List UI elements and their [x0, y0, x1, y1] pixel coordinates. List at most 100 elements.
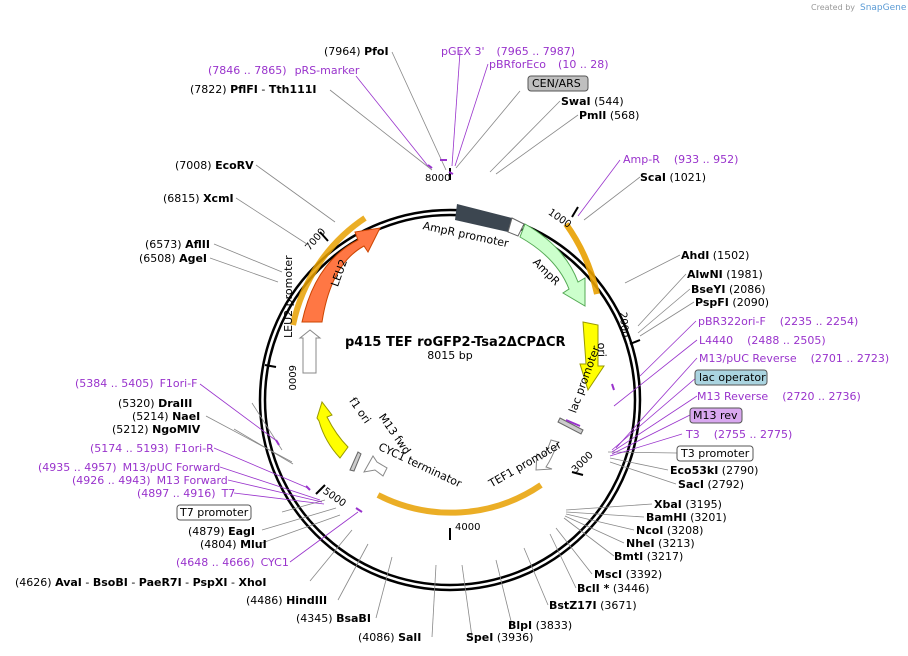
- site-aflii-pos: (6573): [145, 238, 185, 251]
- site-eagi: (4879) EagI: [188, 525, 255, 538]
- site-eagi-enzyme: EagI: [228, 525, 255, 538]
- plasmid-size: 8015 bp: [427, 349, 472, 362]
- site-alwni-pos: (1981): [723, 268, 763, 281]
- primer-mark-lac: [565, 419, 581, 427]
- leader-amp-r: [577, 159, 621, 217]
- site-pfoi: (7964) PfoI: [324, 45, 389, 58]
- snapgene-logo: SnapGene: [860, 3, 907, 13]
- leader-aflii: [213, 243, 283, 273]
- backbone-inner: [263, 213, 637, 587]
- site-aflii: (6573) AflII: [145, 238, 210, 251]
- site-pspfi: PspFI (2090): [695, 296, 769, 309]
- site-ahdi-pos: (1502): [709, 249, 749, 262]
- site-draiii-enzyme: DraIII: [158, 397, 192, 410]
- leader-pflfi: [329, 89, 433, 171]
- site-naei-enzyme: NaeI: [172, 410, 200, 423]
- tick-label-3000: 3000: [570, 450, 596, 476]
- leader-lac-operator: [611, 376, 698, 451]
- primer-amp-r-name: Amp-R: [623, 153, 660, 166]
- leu2-feature: [301, 227, 381, 323]
- cen-ars-label: CEN/ARS: [532, 77, 581, 90]
- f1-ori-feature: [316, 400, 349, 459]
- primer-t3-name: T3: [685, 428, 700, 441]
- site-alwni: AlwNI (1981): [687, 268, 763, 281]
- site-bseyi: BseYI (2086): [691, 283, 766, 296]
- site-sali-pos: (4086): [358, 631, 398, 644]
- primer-f1ori-f-name: F1ori-F: [160, 377, 198, 390]
- site-ecorv: (7008) EcoRV: [175, 159, 254, 172]
- leu2-highlight-arc: [290, 215, 367, 326]
- site-hindiii: (4486) HindIII: [246, 594, 327, 607]
- site-sali: (4086) SalI: [358, 631, 421, 644]
- leader-t7-promoter: [281, 499, 326, 513]
- primer-t7: (4897 .. 4916)T7: [137, 487, 235, 500]
- site-nhei-pos: (3213): [655, 537, 695, 550]
- primer-pgex3-range: (7965 .. 7987): [497, 45, 576, 58]
- leu2-promoter-feature: [298, 329, 322, 374]
- site-agei-enzyme: AgeI: [179, 252, 207, 265]
- f1-ori-label: f1 ori: [346, 395, 373, 426]
- site-mlui-pos: (4804): [200, 538, 240, 551]
- primer-mark-prs-marker: [427, 164, 433, 169]
- primer-mark-f1ori-r: [305, 485, 311, 491]
- leader-bstz17i: [523, 547, 549, 606]
- leader-bsabi: [375, 556, 393, 619]
- primer-cyc1-range: (4648 .. 4666): [176, 556, 255, 569]
- site-swai-enzyme: SwaI: [561, 95, 591, 108]
- leader-saci: [609, 461, 677, 485]
- tef1-promoter-feature: [535, 439, 559, 471]
- site-bstz17i-enzyme: BstZ17I: [549, 599, 597, 612]
- site-bamhi: BamHI (3201): [646, 511, 727, 524]
- primer-l4440-name: L4440: [699, 334, 733, 347]
- tick-1000: [571, 206, 579, 218]
- primer-m13-puc-forward: (4935 .. 4957)M13/pUC Forward: [38, 461, 220, 474]
- site-eco53ki-pos: (2790): [718, 464, 758, 477]
- leader-msci: [555, 527, 593, 575]
- tick-label-7000: 7000: [303, 226, 328, 253]
- primer-pbr322ori-f-range: (2235 .. 2254): [780, 315, 859, 328]
- primer-pbr322ori-f: pBR322ori-F (2235 .. 2254): [698, 315, 858, 328]
- plasmid-name: p415 TEF roGFP2-Tsa2ΔCPΔCR: [345, 335, 566, 350]
- primer-pbrforeco-name: pBRforEco: [489, 58, 546, 71]
- site-nhei-enzyme: NheI: [626, 537, 655, 550]
- ampr-feature: [519, 223, 586, 307]
- site-pspxi-enzyme: PspXI: [193, 576, 228, 589]
- leader-scai: [583, 176, 641, 221]
- leader-xhoi: [309, 529, 353, 582]
- site-avai-enzyme: AvaI: [55, 576, 82, 589]
- site-sali-enzyme: SalI: [398, 631, 421, 644]
- primer-m13-reverse-name: M13 Reverse: [697, 390, 768, 403]
- site-mlui: (4804) MluI: [200, 538, 267, 551]
- leader-sali: [431, 564, 437, 638]
- leader-ahdi: [624, 254, 681, 284]
- site-swai-pos: (544): [591, 95, 624, 108]
- leader-alwni: [637, 273, 687, 327]
- site-alwni-enzyme: AlwNI: [687, 268, 723, 281]
- site-blpi: BlpI (3833): [508, 619, 572, 632]
- site-bsabi: (4345) BsaBI: [296, 612, 371, 625]
- leader-naei: [205, 415, 293, 463]
- leader-bamhi: [565, 511, 645, 518]
- site-msci-enzyme: MscI: [594, 568, 622, 581]
- leader-cen-ars: [455, 90, 521, 169]
- leader-ncoi: [565, 513, 635, 531]
- site-pflfi-pos: (7822): [190, 83, 230, 96]
- primer-cyc1: (4648 .. 4666) CYC1: [176, 556, 289, 569]
- site-mlui-enzyme: MluI: [240, 538, 267, 551]
- primer-t7-range: (4897 .. 4916): [137, 487, 216, 500]
- site-scai-enzyme: ScaI: [640, 171, 666, 184]
- leader-swai: [489, 100, 561, 173]
- primer-t3-range: (2755 .. 2775): [714, 428, 793, 441]
- site-ahdi-enzyme: AhdI: [681, 249, 709, 262]
- primer-f1ori-f: (5384 .. 5405)F1ori-F: [75, 377, 198, 390]
- leader-agei: [209, 257, 279, 283]
- site-blpi-enzyme: BlpI: [508, 619, 532, 632]
- primer-cyc1-name: CYC1: [261, 556, 289, 569]
- leader-nhei: [564, 515, 625, 544]
- site-pfoi-enzyme: PfoI: [364, 45, 389, 58]
- primer-mark-cyc1: [355, 507, 363, 513]
- site-naei-pos: (5214): [132, 410, 172, 423]
- primer-pbr322ori-f-name: pBR322ori-F: [698, 315, 766, 328]
- site-bmti: BmtI (3217): [614, 550, 683, 563]
